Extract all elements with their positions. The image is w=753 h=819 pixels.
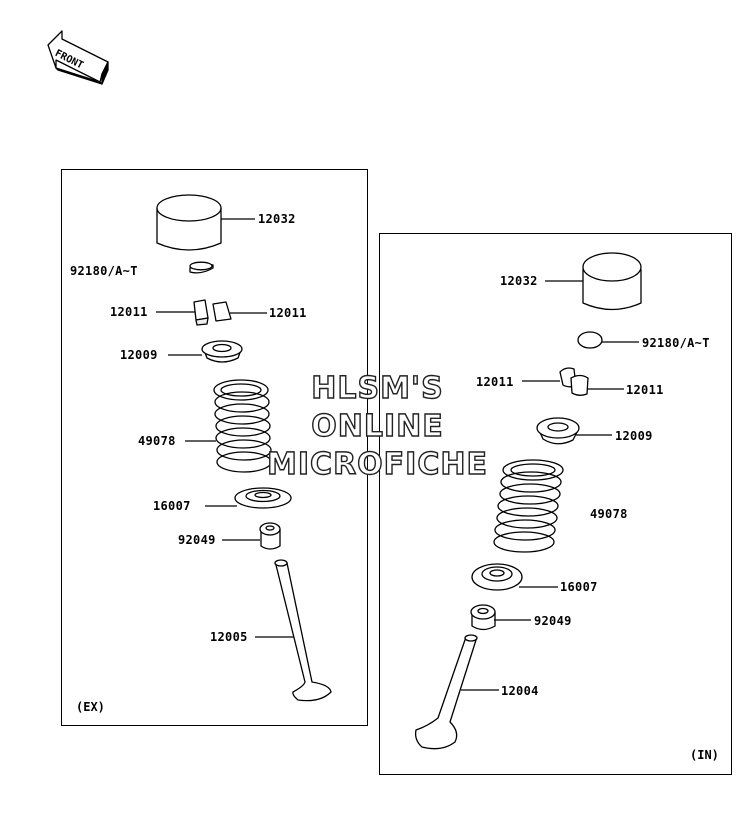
front-arrow-icon (47, 30, 109, 85)
ex-label-16007: 16007 (153, 499, 191, 513)
ex-valve (274, 559, 332, 702)
ex-shim (189, 261, 214, 274)
in-label-12032: 12032 (500, 274, 538, 288)
intake-panel (379, 233, 732, 775)
ex-bucket-tappet (156, 194, 222, 251)
in-retainer (536, 417, 580, 445)
in-label-12011-left: 12011 (476, 375, 514, 389)
in-label-16007: 16007 (560, 580, 598, 594)
in-keepers (559, 367, 589, 396)
ex-stem-seal (259, 522, 281, 550)
watermark-line-1: HLSM'S (311, 371, 444, 406)
in-label-92180: 92180/A~T (642, 336, 710, 350)
in-stem-seal (470, 604, 496, 631)
ex-label-92180: 92180/A~T (70, 264, 138, 278)
ex-label-12009: 12009 (120, 348, 158, 362)
in-shim (577, 331, 603, 349)
watermark-line-3: MICROFICHE (266, 447, 488, 482)
in-label-12011-right: 12011 (626, 383, 664, 397)
ex-keepers (193, 299, 232, 326)
watermark-line-2: ONLINE (311, 409, 444, 444)
ex-spring (213, 379, 272, 473)
ex-tag: (EX) (76, 700, 105, 714)
ex-label-12005: 12005 (210, 630, 248, 644)
in-spring (493, 459, 564, 553)
ex-label-92049: 92049 (178, 533, 216, 547)
in-label-92049: 92049 (534, 614, 572, 628)
ex-label-12011-right: 12011 (269, 306, 307, 320)
in-label-12004: 12004 (501, 684, 539, 698)
ex-label-49078: 49078 (138, 434, 176, 448)
exhaust-panel (61, 169, 368, 726)
in-tag: (IN) (690, 748, 719, 762)
ex-retainer (201, 340, 243, 363)
ex-label-12011-left: 12011 (110, 305, 148, 319)
ex-spring-seat (234, 487, 292, 509)
ex-label-12032: 12032 (258, 212, 296, 226)
in-label-49078: 49078 (590, 507, 628, 521)
in-valve (414, 634, 478, 750)
in-spring-seat (471, 563, 523, 591)
in-label-12009: 12009 (615, 429, 653, 443)
in-bucket-tappet (582, 252, 642, 311)
